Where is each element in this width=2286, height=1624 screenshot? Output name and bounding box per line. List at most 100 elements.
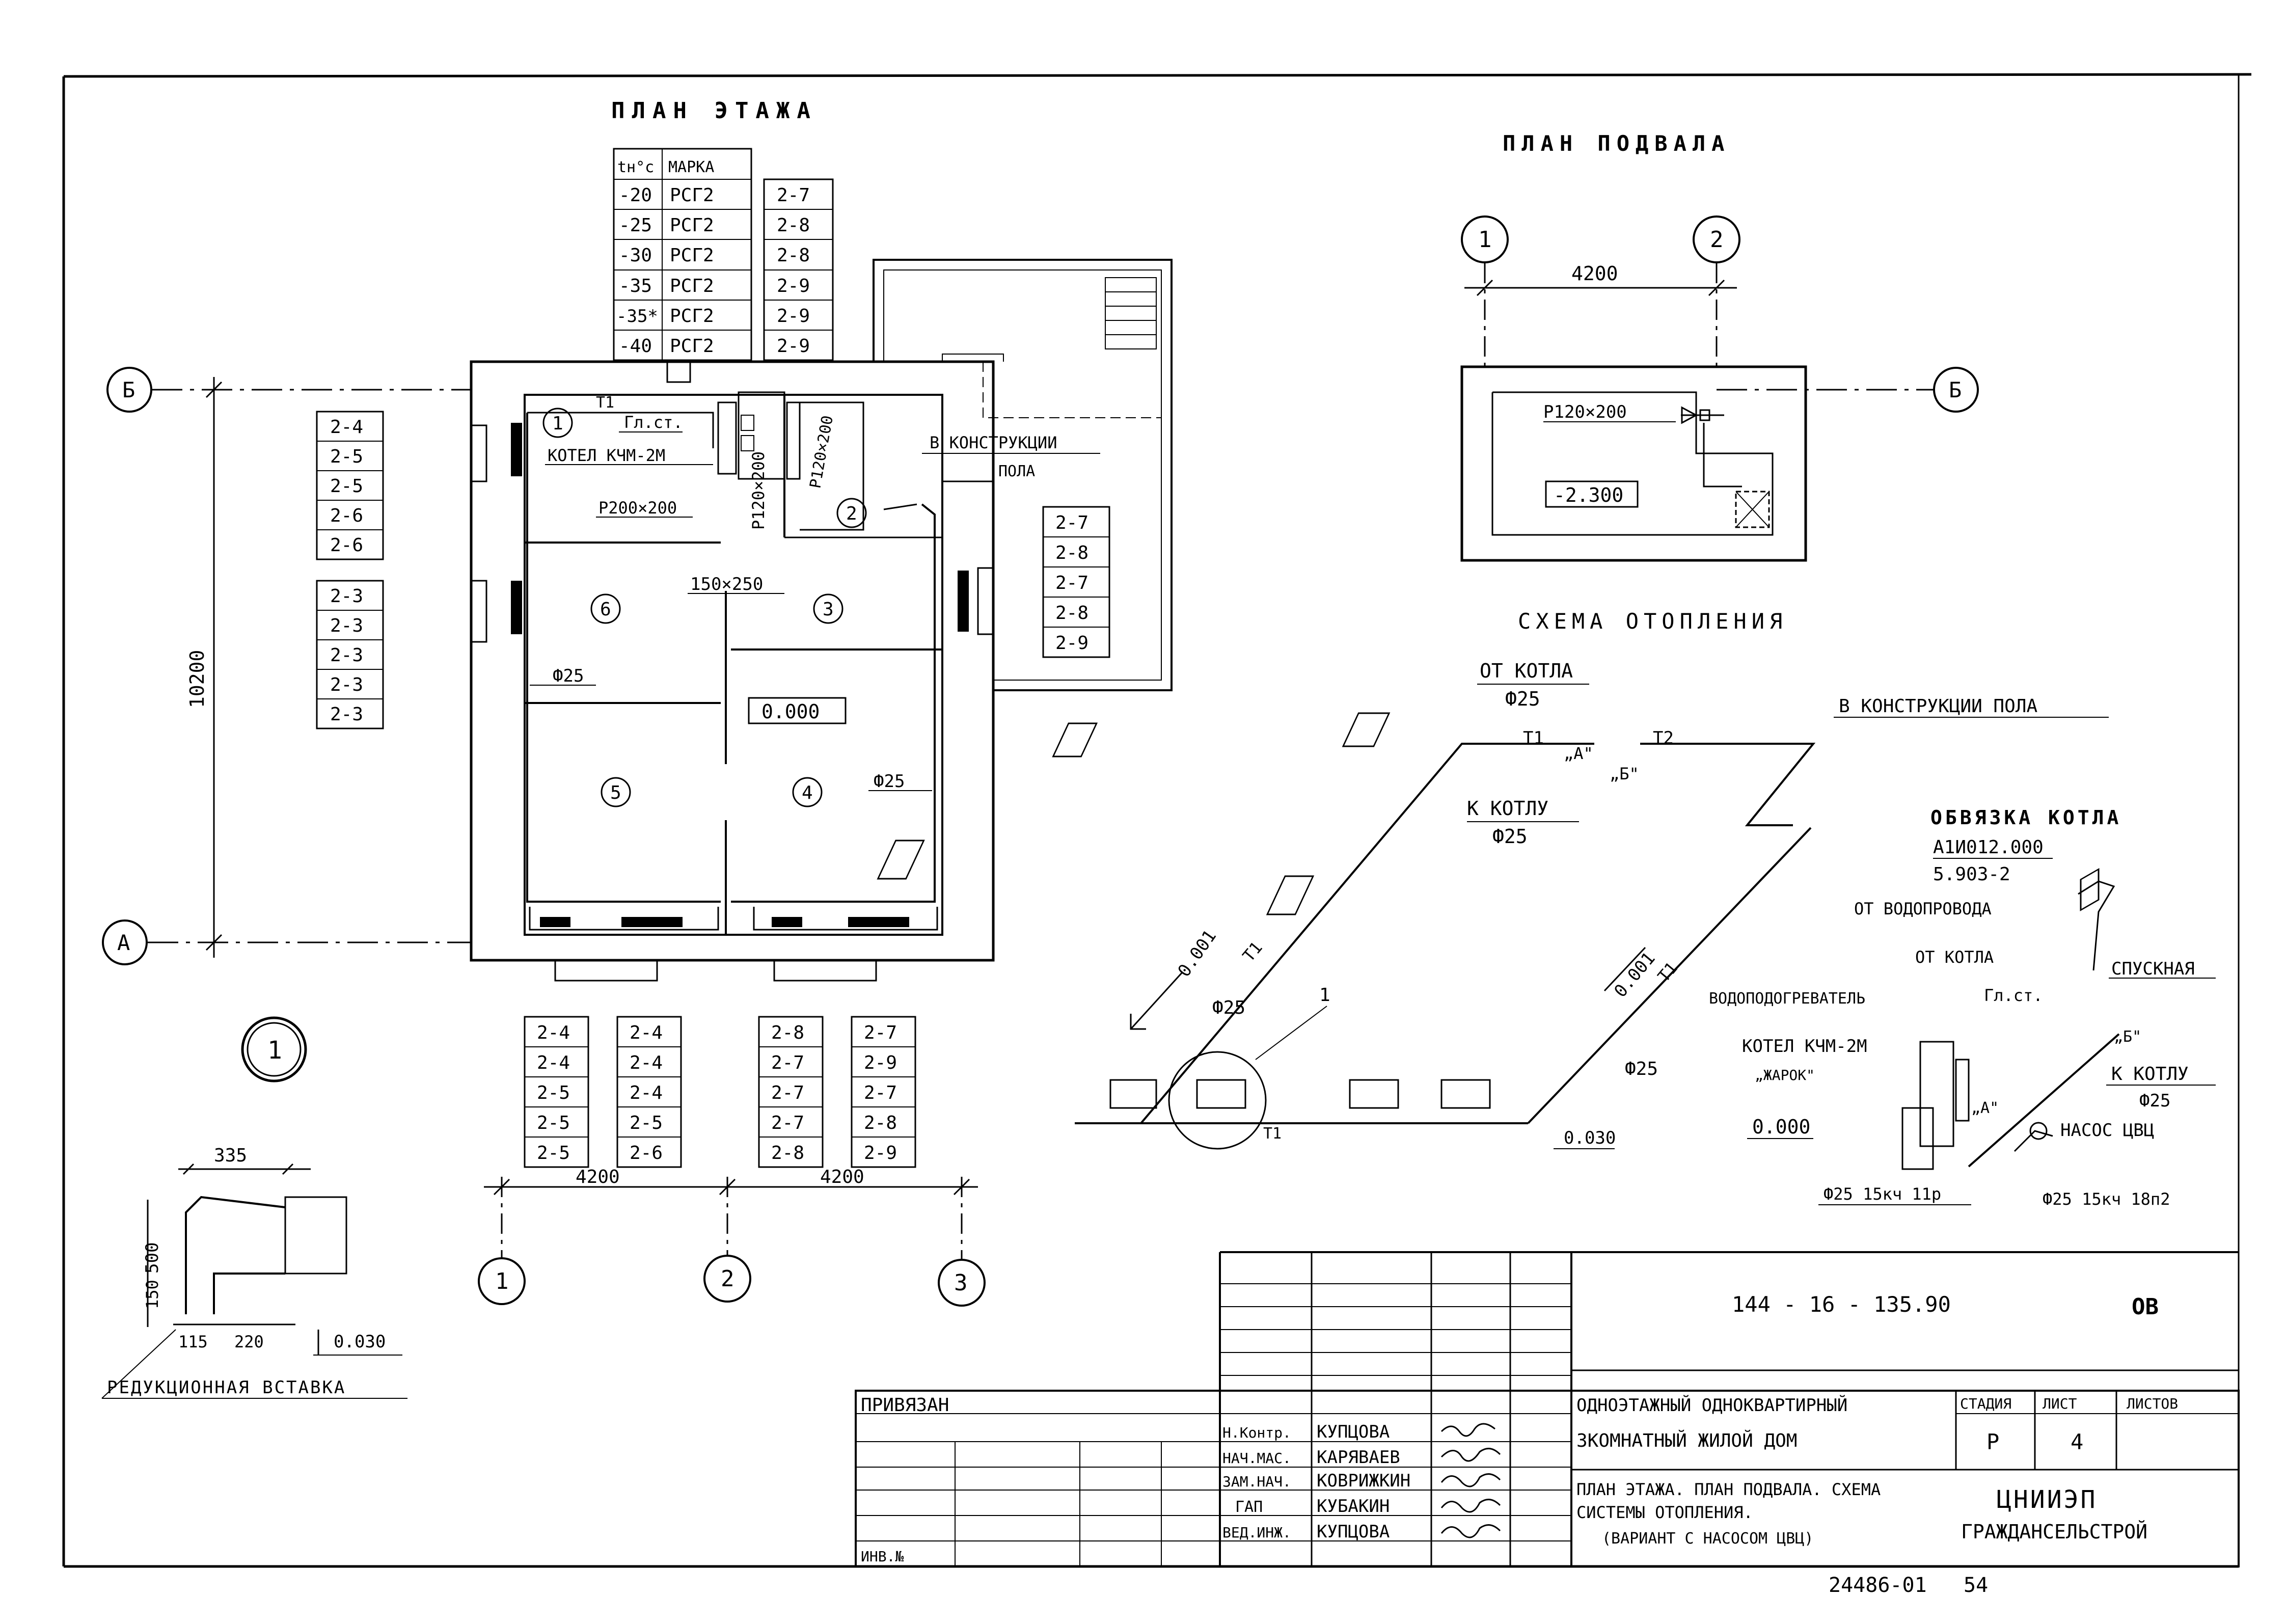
- svg-text:К КОТЛУ: К КОТЛУ: [2111, 1064, 2189, 1085]
- svg-text:ВЕД.ИНЖ.: ВЕД.ИНЖ.: [1222, 1524, 1291, 1541]
- svg-text:220: 220: [234, 1332, 264, 1351]
- svg-text:Ф25: Ф25: [1212, 997, 1245, 1018]
- svg-text:3: 3: [954, 1270, 968, 1296]
- table-cell: РСГ2: [670, 306, 714, 327]
- svg-text:Ф25: Ф25: [1625, 1059, 1658, 1079]
- svg-text:1: 1: [552, 413, 563, 434]
- svg-text:Р: Р: [1986, 1429, 1999, 1454]
- svg-text:Ф25: Ф25: [1492, 825, 1528, 848]
- svg-text:В КОНСТРУКЦИИ: В КОНСТРУКЦИИ: [930, 433, 1057, 452]
- svg-text:КУБАКИН: КУБАКИН: [1317, 1496, 1390, 1517]
- svg-text:150: 150: [143, 1280, 162, 1309]
- table-cell: 2-8: [771, 1022, 804, 1043]
- svg-text:ПРИВЯЗАН: ПРИВЯЗАН: [861, 1395, 949, 1416]
- svg-text:1: 1: [495, 1268, 509, 1294]
- table-cell: 2-4: [330, 417, 363, 438]
- svg-text:ЛИСТ: ЛИСТ: [2043, 1395, 2077, 1412]
- svg-text:5.903-2: 5.903-2: [1933, 864, 2010, 885]
- svg-text:115: 115: [178, 1332, 208, 1351]
- svg-text:Ф25 15кч 18п2: Ф25 15кч 18п2: [2043, 1189, 2170, 1209]
- svg-text:КОТЕЛ КЧМ-2М: КОТЕЛ КЧМ-2М: [548, 446, 665, 465]
- svg-text:К КОТЛУ: К КОТЛУ: [1467, 797, 1548, 820]
- radiator-table-right: 2-7 2-8 2-7 2-8 2-9: [1042, 506, 1110, 658]
- room-numbers: 1 2 3 4 5 6: [542, 408, 867, 807]
- svg-text:Б: Б: [1949, 377, 1962, 402]
- table-cell: 2-6: [330, 505, 363, 526]
- table-cell: РСГ2: [670, 245, 714, 266]
- svg-text:6: 6: [600, 599, 611, 620]
- table-cell: 2-5: [537, 1082, 570, 1103]
- radiator-table-left-mid: 2-3 2-3 2-3 2-3 2-3: [316, 580, 384, 729]
- svg-text:2: 2: [721, 1266, 734, 1292]
- svg-text:3: 3: [823, 599, 834, 620]
- table-cell: 2-8: [777, 215, 810, 236]
- basement-plan-title: ПЛАН ПОДВАЛА: [1503, 131, 1730, 156]
- table-cell: 2-7: [1055, 573, 1088, 593]
- table-cell: 2-4: [630, 1052, 663, 1073]
- table-header-temp: tн°с: [617, 158, 654, 176]
- doc-code: 144 - 16 - 135.90: [1732, 1292, 1951, 1317]
- table-cell: 2-5: [537, 1113, 570, 1133]
- table-cell: 2-9: [864, 1052, 897, 1073]
- title-block: 144 - 16 - 135.90 ОВ ПРИВЯЗАН ИНВ.№ ОДНО…: [855, 1251, 2240, 1567]
- building-walls: [470, 259, 1173, 982]
- floor-plan-labels: Т1 Гл.ст. КОТЕЛ КЧМ-2М Р200×200 Р120×200…: [530, 394, 1100, 792]
- svg-text:ЛИСТОВ: ЛИСТОВ: [2127, 1395, 2178, 1412]
- table-cell: 2-5: [330, 476, 363, 497]
- svg-text:4200: 4200: [1571, 262, 1618, 285]
- table-cell: 2-9: [777, 336, 810, 357]
- table-cell: 2-9: [1055, 633, 1088, 654]
- svg-text:0.030: 0.030: [334, 1332, 386, 1352]
- table-cell: РСГ2: [670, 336, 714, 357]
- svg-text:КАРЯВАЕВ: КАРЯВАЕВ: [1317, 1447, 1400, 1468]
- svg-text:РЕДУКЦИОННАЯ ВСТАВКА: РЕДУКЦИОННАЯ ВСТАВКА: [107, 1377, 346, 1398]
- svg-text:Р200×200: Р200×200: [598, 498, 677, 518]
- radiator-table-bottom-1: 2-4 2-4 2-5 2-5 2-5: [524, 1016, 589, 1168]
- svg-text:КУПЦОВА: КУПЦОВА: [1317, 1422, 1390, 1442]
- svg-text:10200: 10200: [186, 650, 208, 708]
- table-cell: -40: [619, 336, 652, 357]
- svg-text:КУПЦОВА: КУПЦОВА: [1317, 1522, 1390, 1542]
- boiler-symbol: [717, 391, 801, 480]
- svg-text:ОДНОЭТАЖНЫЙ ОДНОКВАРТИРНЫЙ: ОДНОЭТАЖНЫЙ ОДНОКВАРТИРНЫЙ: [1576, 1395, 1847, 1416]
- svg-text:НАЧ.МАС.: НАЧ.МАС.: [1222, 1450, 1291, 1467]
- table-cell: -35: [619, 276, 652, 296]
- table-cell: 2-8: [1055, 543, 1088, 563]
- table-cell: 2-5: [330, 446, 363, 467]
- table-cell: РСГ2: [670, 276, 714, 296]
- svg-text:ИНВ.№: ИНВ.№: [861, 1548, 904, 1565]
- svg-text:Т1: Т1: [1263, 1125, 1282, 1143]
- table-cell: 2-7: [771, 1052, 804, 1073]
- svg-text:Т1: Т1: [1239, 938, 1266, 965]
- table-cell: 2-7: [864, 1022, 897, 1043]
- svg-text:1: 1: [267, 1036, 282, 1065]
- svg-text:150×250: 150×250: [690, 574, 763, 594]
- svg-text:2: 2: [1710, 227, 1724, 253]
- table-cell: 2-7: [864, 1082, 897, 1103]
- svg-text:„А": „А": [1971, 1099, 1999, 1117]
- table-cell: 2-8: [1055, 603, 1088, 624]
- table-cell: 2-5: [630, 1113, 663, 1133]
- table-cell: РСГ2: [670, 215, 714, 236]
- svg-text:Гл.ст.: Гл.ст.: [1984, 986, 2043, 1005]
- table-cell: 2-8: [777, 245, 810, 266]
- svg-text:ПЛАН ЭТАЖА. ПЛАН ПОДВАЛА. СХЕМ: ПЛАН ЭТАЖА. ПЛАН ПОДВАЛА. СХЕМА: [1576, 1480, 1881, 1499]
- svg-text:Ф25: Ф25: [553, 666, 584, 686]
- svg-text:КОВРИЖКИН: КОВРИЖКИН: [1317, 1471, 1410, 1491]
- svg-text:-2.300: -2.300: [1554, 484, 1623, 506]
- svg-text:3КОМНАТНЫЙ ЖИЛОЙ ДОМ: 3КОМНАТНЫЙ ЖИЛОЙ ДОМ: [1576, 1430, 1797, 1451]
- svg-text:Ф25 15кч 11р: Ф25 15кч 11р: [1824, 1184, 1941, 1204]
- temperature-table: tн°с МАРКА -20 РСГ2 2-7 -25 РСГ2 2-8 -30…: [613, 148, 834, 361]
- axis-marker-a: А: [102, 919, 471, 965]
- svg-text:Р120×200: Р120×200: [1543, 402, 1627, 422]
- table-cell: 2-8: [864, 1113, 897, 1133]
- axis-marker-1: 1: [478, 1177, 526, 1305]
- table-cell: 2-7: [771, 1082, 804, 1103]
- svg-text:НАСОС ЦВЦ: НАСОС ЦВЦ: [2060, 1120, 2154, 1141]
- svg-text:Гл.ст.: Гл.ст.: [624, 413, 683, 432]
- svg-text:СИСТЕМЫ ОТОПЛЕНИЯ.: СИСТЕМЫ ОТОПЛЕНИЯ.: [1576, 1503, 1753, 1522]
- svg-text:0.001: 0.001: [1174, 926, 1220, 981]
- table-cell: -30: [619, 245, 652, 266]
- svg-text:ГРАЖДАНСЕЛЬСТРОЙ: ГРАЖДАНСЕЛЬСТРОЙ: [1961, 1521, 2147, 1543]
- svg-text:ОТ КОТЛА: ОТ КОТЛА: [1480, 660, 1573, 682]
